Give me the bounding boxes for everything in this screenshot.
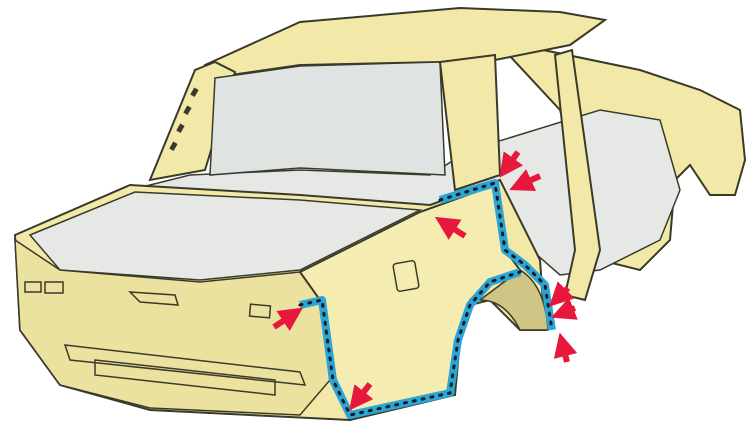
rear-window-opening [209,61,446,176]
wheel-arch [477,269,549,331]
arrow-7 [553,332,578,363]
arrow-1 [499,150,524,178]
rear-panel-details [24,281,307,396]
roof-panel [203,6,608,80]
arrow-3 [434,216,467,240]
indicator-arrows [272,150,578,411]
arrow-8 [349,382,374,411]
door-pillar-right [553,48,602,302]
arrow-4 [272,307,303,331]
weld-dot-line [298,181,554,417]
arrow-2 [509,169,542,191]
arrow-6 [551,297,578,320]
arrow-5 [549,281,575,307]
pillar-holes [169,87,199,151]
fuel-filler-flap [392,260,420,292]
